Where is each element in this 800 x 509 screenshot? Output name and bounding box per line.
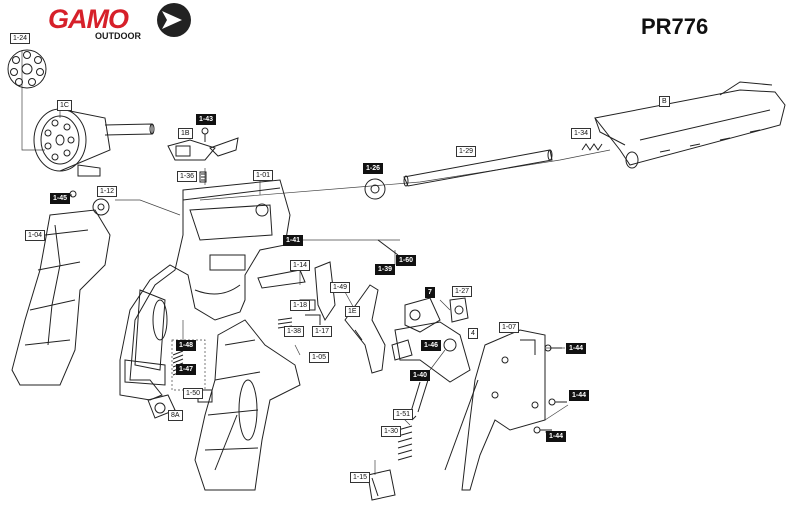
grip-right-part <box>194 319 301 491</box>
part-label-1-51: 1-51 <box>393 409 414 420</box>
part-label-1-01: 1-01 <box>253 170 274 181</box>
part-label-7: 7 <box>425 287 435 298</box>
barrel-shroud-part <box>581 81 786 169</box>
part-label-1-44-bottom: 1-44 <box>546 431 567 442</box>
part-label-1e: 1E <box>345 306 360 317</box>
part-label-1-29: 1-29 <box>456 146 477 157</box>
part-label-1-44-top: 1-44 <box>566 343 587 354</box>
mainspring-parts <box>367 415 417 501</box>
part-label-b: B <box>659 96 670 107</box>
part-label-1-07: 1-07 <box>499 322 520 333</box>
barrel-part <box>364 149 553 200</box>
part-label-1-05: 1-05 <box>309 352 330 363</box>
part-label-1-44-middle: 1-44 <box>569 390 590 401</box>
part-label-1-27: 1-27 <box>452 286 473 297</box>
cylinder-part <box>33 108 155 177</box>
part-label-1-34: 1-34 <box>571 128 592 139</box>
part-label-1-39: 1-39 <box>375 264 396 275</box>
part-label-1-43: 1-43 <box>196 114 217 125</box>
brand-arrow-logo <box>157 3 191 37</box>
model-number: PR776 <box>641 14 709 39</box>
part-label-1-04: 1-04 <box>25 230 46 241</box>
part-label-1-36: 1-36 <box>177 171 198 182</box>
part-label-1-24: 1-24 <box>10 33 31 44</box>
part-label-1-30: 1-30 <box>381 426 402 437</box>
part-label-1-48: 1-48 <box>176 340 197 351</box>
grip-left-part <box>11 190 111 386</box>
frame-part <box>119 179 291 401</box>
part-label-1-40: 1-40 <box>410 370 431 381</box>
part-label-1-15: 1-15 <box>350 472 371 483</box>
part-label-1c: 1C <box>57 100 72 111</box>
part-label-8a: 8A <box>168 410 183 421</box>
part-label-1-60: 1-60 <box>396 255 417 266</box>
hammer-part <box>167 127 239 183</box>
part-label-1-26: 1-26 <box>363 163 384 174</box>
part-label-4: 4 <box>468 328 478 339</box>
cylinder-release-mechanism <box>391 297 471 416</box>
part-label-1-38: 1-38 <box>284 326 305 337</box>
part-label-1-50: 1-50 <box>183 388 204 399</box>
part-label-1-47: 1-47 <box>176 364 197 375</box>
part-label-1-46: 1-46 <box>421 340 442 351</box>
part-label-1b: 1B <box>178 128 193 139</box>
part-label-1-45: 1-45 <box>50 193 71 204</box>
part-label-1-49: 1-49 <box>330 282 351 293</box>
part-label-1-41: 1-41 <box>283 235 304 246</box>
part-label-1-17: 1-17 <box>312 326 333 337</box>
part-label-1-18: 1-18 <box>290 300 311 311</box>
part-label-1-12: 1-12 <box>97 186 118 197</box>
side-plate-part <box>444 329 567 491</box>
part-label-1-14: 1-14 <box>290 260 311 271</box>
brand-subtitle: OUTDOOR <box>95 31 141 41</box>
brand-logo-text: GAMO <box>48 4 129 34</box>
cylinder-disc-part <box>7 49 47 89</box>
